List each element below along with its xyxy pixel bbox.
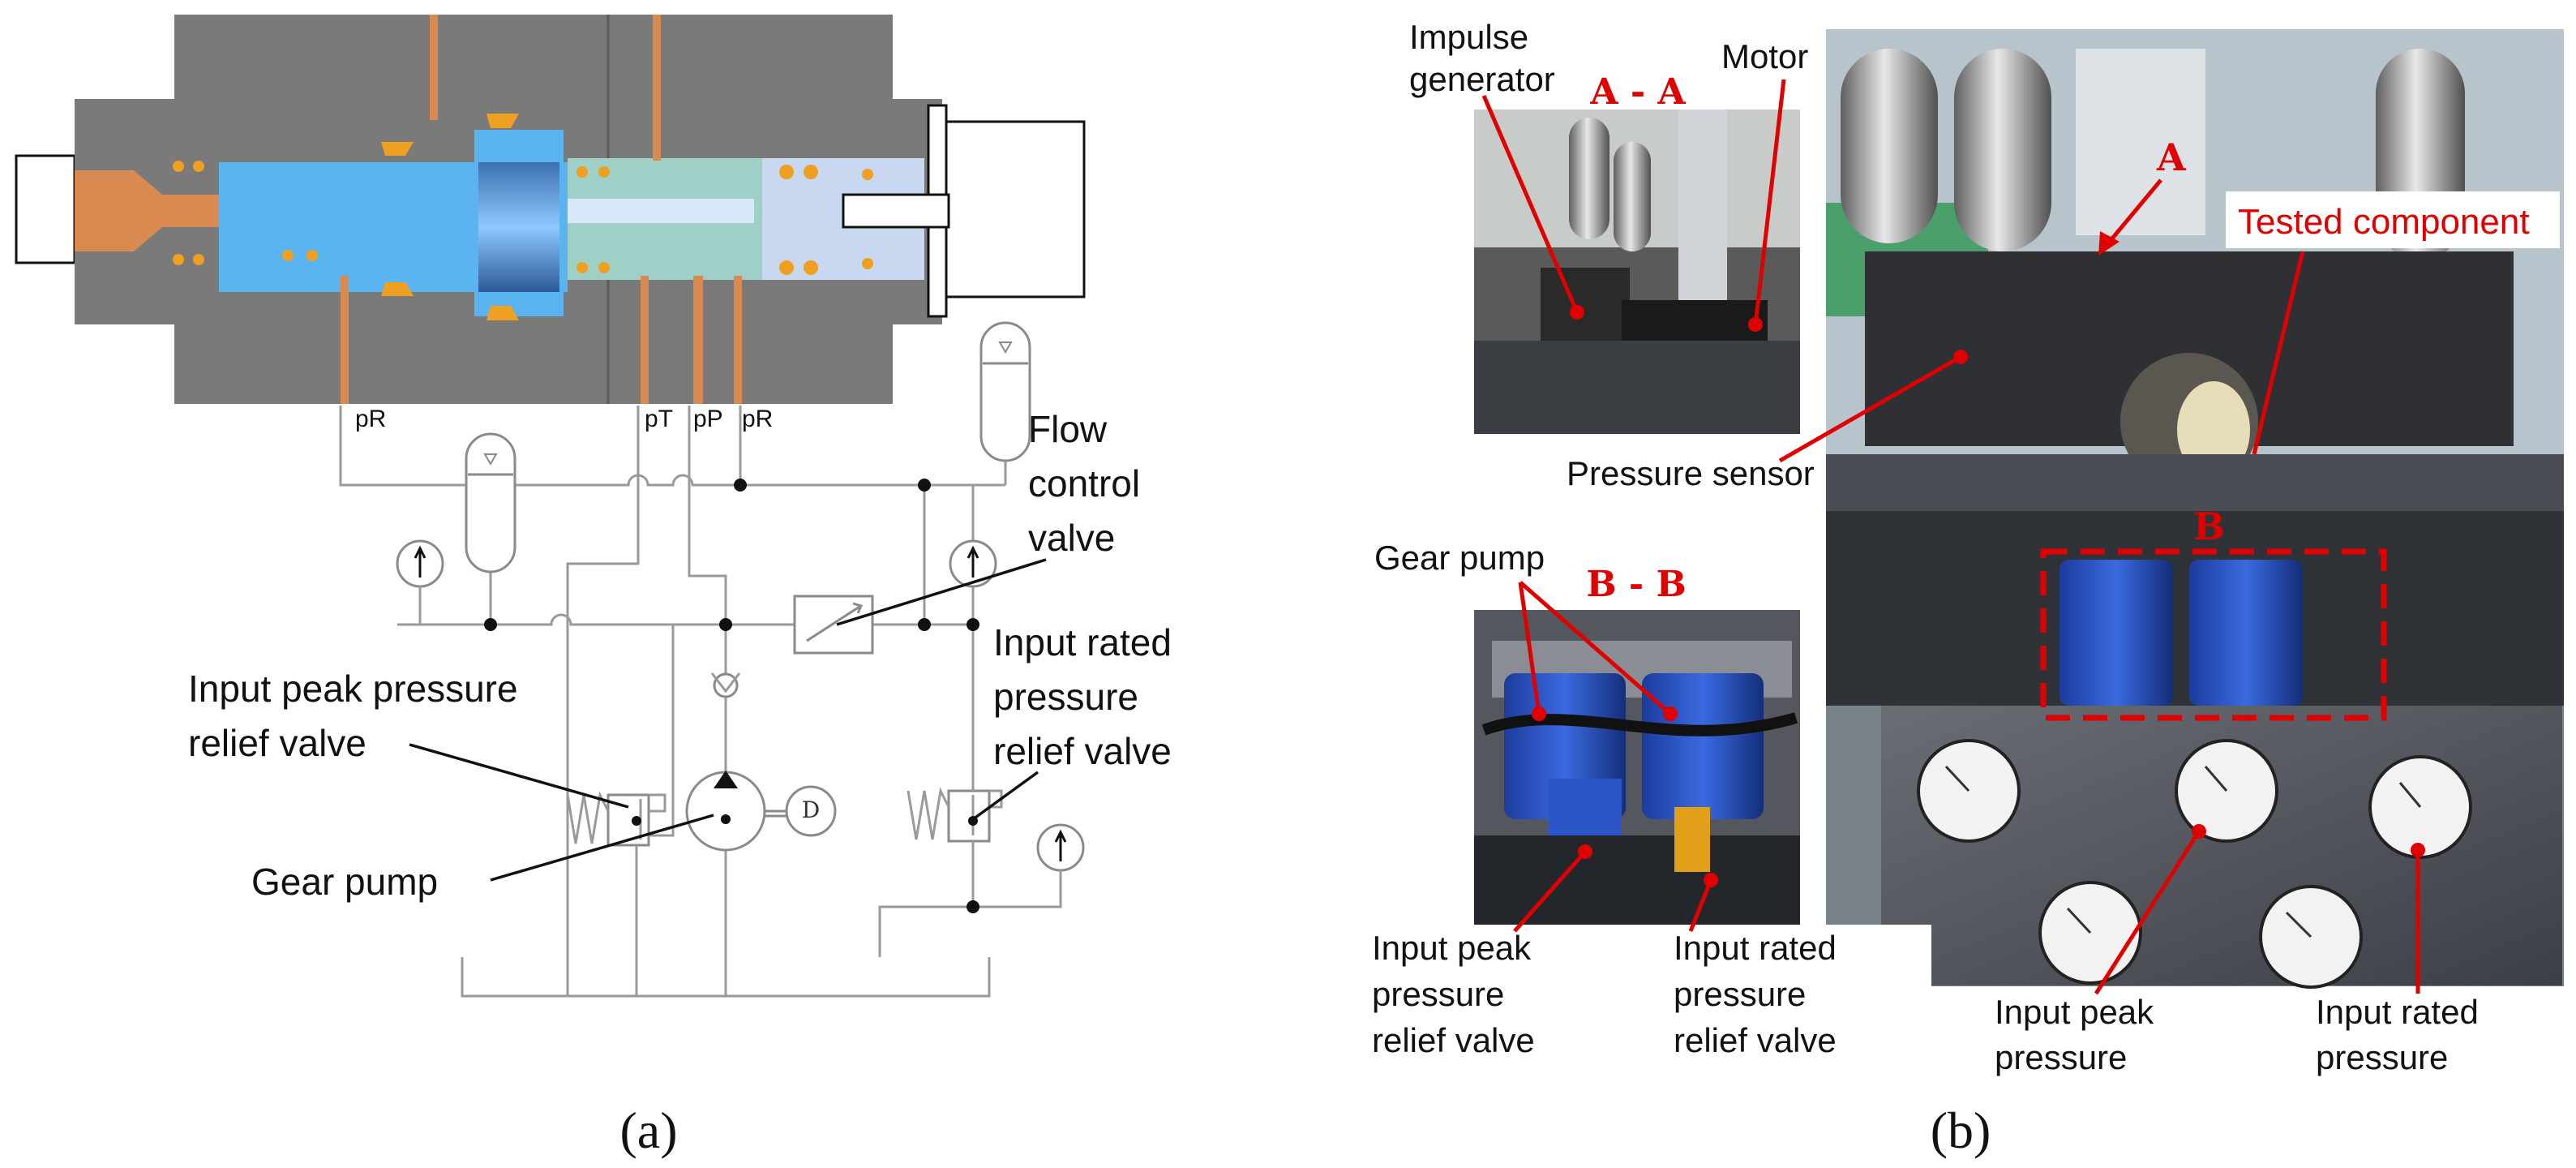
title-section-a: A - A bbox=[1589, 71, 1686, 113]
label-input-rated-relief-line1: Input rated bbox=[993, 621, 1172, 663]
label-input-rated-pressure-line2: pressure bbox=[2316, 1038, 2448, 1076]
label-tested-component: Tested component bbox=[2238, 202, 2530, 242]
relief-valve-right-symbol bbox=[878, 625, 1003, 957]
label-input-peak-relief-b-line1: Input peak bbox=[1372, 929, 1532, 967]
gauge-symbol-bottom bbox=[973, 823, 1085, 908]
label-flow-control-valve-line3: valve bbox=[1028, 517, 1115, 559]
label-input-rated-pressure-line1: Input rated bbox=[2316, 993, 2479, 1031]
label-gear-pump-a: Gear pump bbox=[251, 861, 438, 903]
caption-b: (b) bbox=[1931, 1101, 1991, 1159]
photo-section-a bbox=[1474, 110, 1800, 434]
caption-a: (a) bbox=[619, 1101, 677, 1159]
port-label-pr-right: pR bbox=[742, 406, 773, 432]
gauge-symbol-left bbox=[396, 539, 444, 626]
label-input-peak-relief-line1: Input peak pressure bbox=[188, 668, 518, 710]
label-input-peak-relief-b-line3: relief valve bbox=[1372, 1021, 1535, 1059]
label-input-peak-pressure-line2: pressure bbox=[1995, 1038, 2127, 1076]
arrow-a bbox=[2107, 178, 2162, 245]
port-label-pr-left: pR bbox=[355, 406, 386, 432]
gauge-symbol-right bbox=[949, 539, 997, 588]
panel-b-leaders bbox=[1481, 79, 2425, 995]
hydraulic-schematic: D bbox=[339, 321, 1085, 998]
tested-component-label-bg bbox=[2226, 191, 2560, 248]
photo-section-b bbox=[1474, 610, 1800, 925]
label-input-peak-relief-b-line2: pressure bbox=[1372, 975, 1504, 1013]
port-labels: pR pT pP pR bbox=[355, 406, 773, 432]
label-input-rated-relief-line3: relief valve bbox=[993, 730, 1172, 772]
label-input-peak-pressure-line1: Input peak bbox=[1995, 993, 2154, 1031]
marker-a: A bbox=[2156, 135, 2187, 179]
label-input-peak-relief-line2: relief valve bbox=[188, 722, 366, 764]
label-impulse-generator-line2: generator bbox=[1409, 60, 1555, 98]
motor-symbol-letter: D bbox=[802, 797, 820, 823]
title-section-b: B - B bbox=[1586, 564, 1686, 605]
label-pressure-sensor: Pressure sensor bbox=[1567, 454, 1815, 492]
port-label-pt: pT bbox=[645, 406, 673, 432]
label-impulse-generator-line1: Impulse bbox=[1409, 18, 1528, 56]
panel-a-labels: Flow control valve Input peak pressure r… bbox=[188, 408, 1172, 903]
label-input-rated-relief-line2: pressure bbox=[993, 676, 1138, 718]
label-input-rated-relief-b-line3: relief valve bbox=[1674, 1021, 1837, 1059]
highlight-box-b bbox=[2040, 548, 2387, 721]
marker-b: B bbox=[2193, 505, 2225, 548]
cross-section-drawing bbox=[15, 15, 1086, 404]
label-motor: Motor bbox=[1721, 37, 1808, 75]
relief-valve-left-symbol bbox=[566, 625, 675, 847]
gear-pump-symbol: D bbox=[685, 771, 837, 852]
label-input-rated-relief-b-line1: Input rated bbox=[1674, 929, 1837, 967]
panel-b-labels: Impulse generator Motor Pressure sensor … bbox=[1372, 18, 2479, 1076]
label-flow-control-valve-line2: control bbox=[1028, 462, 1140, 505]
label-gear-pump-b: Gear pump bbox=[1374, 539, 1545, 577]
port-label-pp: pP bbox=[693, 406, 723, 432]
label-flow-control-valve-line1: Flow bbox=[1028, 408, 1108, 450]
label-input-rated-relief-b-line2: pressure bbox=[1674, 975, 1806, 1013]
